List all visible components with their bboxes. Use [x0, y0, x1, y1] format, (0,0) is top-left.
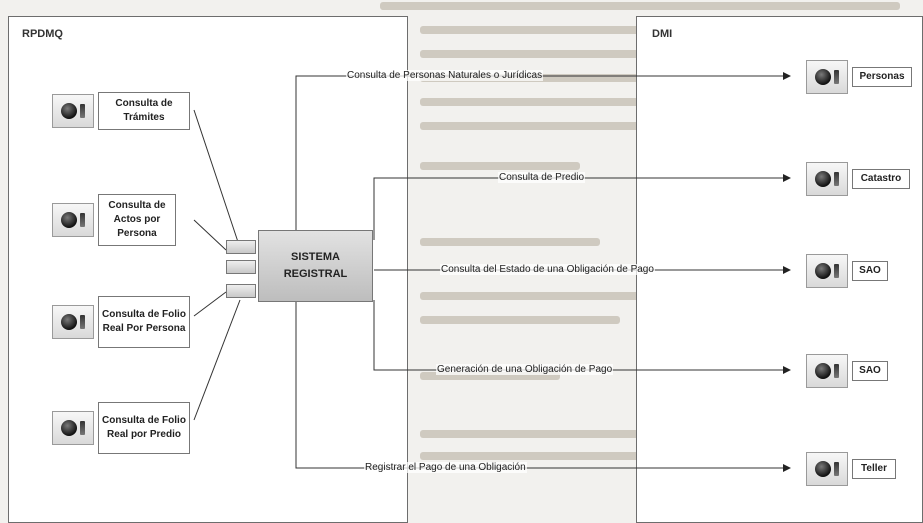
- dmi-title: DMI: [652, 28, 673, 40]
- web-service-icon: [52, 305, 94, 339]
- service-folio-real-predio: Consulta de Folio Real por Predio: [52, 402, 190, 454]
- connection-label-predio: Consulta de Predio: [498, 172, 586, 183]
- service-folio-real-persona: Consulta de Folio Real Por Persona: [52, 296, 190, 348]
- web-service-icon: [52, 94, 94, 128]
- service-label: Personas: [852, 67, 912, 87]
- service-consulta-actos-persona: Consulta de Actos por Persona: [52, 194, 176, 246]
- web-service-icon: [52, 203, 94, 237]
- service-label: Consulta de Actos por Persona: [98, 194, 176, 246]
- web-service-icon: [806, 60, 848, 94]
- sistema-registral-box: SISTEMA REGISTRAL: [258, 230, 373, 302]
- service-sao-generacion: SAO: [806, 354, 888, 388]
- core-port-1: [226, 240, 256, 254]
- connection-label-generacion-obligacion: Generación de una Obligación de Pago: [436, 364, 614, 375]
- service-consulta-tramites: Consulta de Trámites: [52, 92, 190, 130]
- connection-label-registrar-pago: Registrar el Pago de una Obligación: [364, 462, 527, 473]
- web-service-icon: [806, 452, 848, 486]
- rpdmq-title: RPDMQ: [22, 28, 63, 40]
- service-label: Consulta de Trámites: [98, 92, 190, 130]
- service-label: SAO: [852, 361, 888, 381]
- service-personas: Personas: [806, 60, 912, 94]
- web-service-icon: [806, 254, 848, 288]
- core-port-3: [226, 284, 256, 298]
- sistema-registral-label: SISTEMA REGISTRAL: [283, 251, 348, 280]
- service-catastro: Catastro: [806, 162, 910, 196]
- web-service-icon: [806, 354, 848, 388]
- service-label: Catastro: [852, 169, 910, 189]
- service-label: Teller: [852, 459, 896, 479]
- connection-label-estado-obligacion: Consulta del Estado de una Obligación de…: [440, 264, 655, 275]
- service-label: Consulta de Folio Real por Predio: [98, 402, 190, 454]
- web-service-icon: [806, 162, 848, 196]
- service-label: SAO: [852, 261, 888, 281]
- service-teller: Teller: [806, 452, 896, 486]
- service-label: Consulta de Folio Real Por Persona: [98, 296, 190, 348]
- web-service-icon: [52, 411, 94, 445]
- service-sao-estado: SAO: [806, 254, 888, 288]
- connection-label-personas: Consulta de Personas Naturales o Jurídic…: [346, 70, 544, 81]
- core-port-2: [226, 260, 256, 274]
